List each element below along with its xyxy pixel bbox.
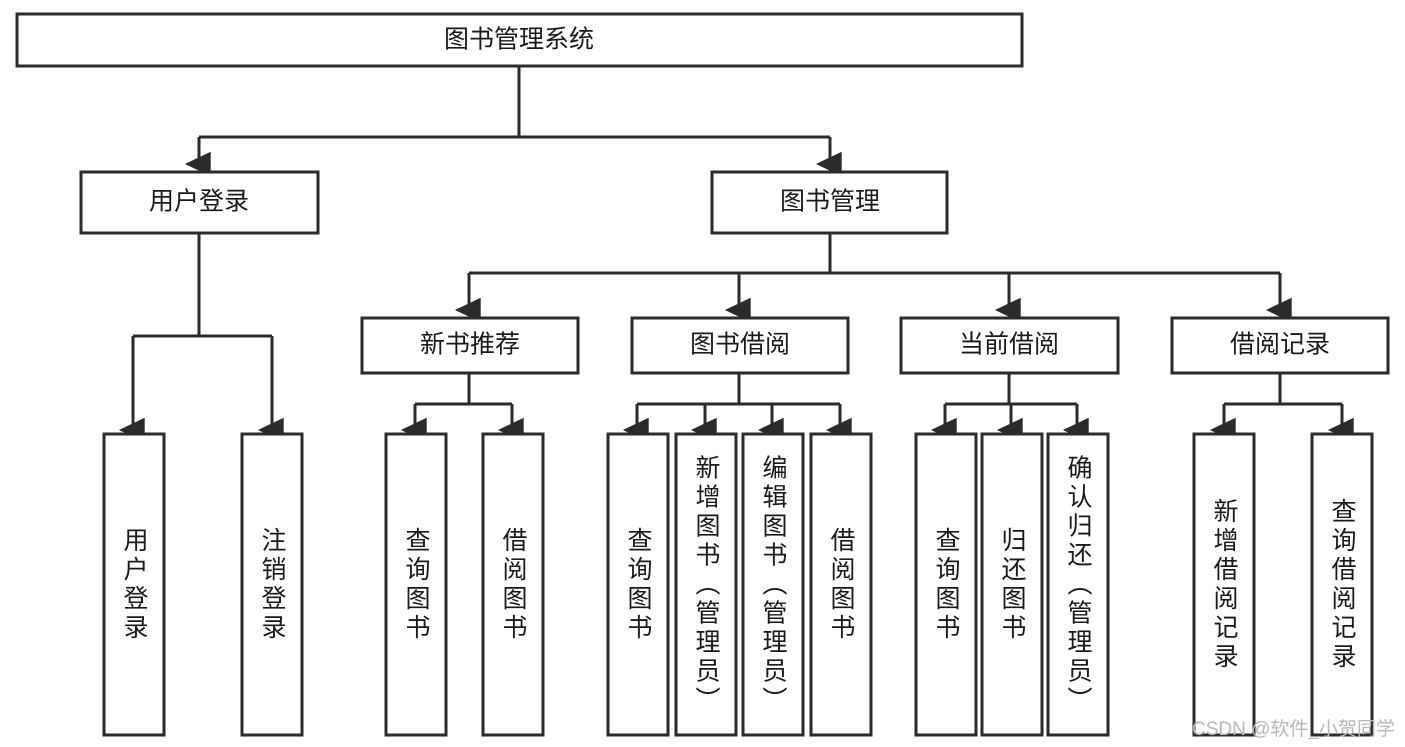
node-current-borrow[interactable]: 当前借阅: [899, 316, 1120, 375]
node-new-book-recommend-label: 新书推荐: [420, 331, 520, 359]
node-user-login-label: 用户登录: [149, 188, 249, 216]
node-leaf-user-login-label: 用户登录: [120, 527, 149, 643]
node-user-login[interactable]: 用户登录: [79, 170, 320, 235]
node-current-borrow-box[interactable]: [899, 316, 1120, 375]
node-leaf-query-record-label: 查询借阅记录: [1328, 498, 1357, 672]
node-new-book-recommend[interactable]: 新书推荐: [360, 316, 580, 375]
node-leaf-edit-book[interactable]: 编辑图书（管理员）: [741, 432, 805, 737]
node-leaf-confirm-return[interactable]: 确认归还（管理员）: [1046, 432, 1110, 737]
node-leaf-query-book-bb[interactable]: 查询图书: [606, 432, 670, 737]
node-leaf-user-login-box[interactable]: [102, 432, 166, 737]
node-leaf-edit-book-box[interactable]: [741, 432, 805, 737]
node-leaf-confirm-return-box[interactable]: [1046, 432, 1110, 737]
node-leaf-borrow-book-nb-label: 借阅图书: [499, 527, 528, 643]
node-user-login-box[interactable]: [79, 170, 320, 235]
node-borrow-records-box[interactable]: [1170, 316, 1390, 375]
node-leaf-return-book-label: 归还图书: [998, 527, 1027, 643]
node-leaf-borrow-book-nb-box[interactable]: [481, 432, 545, 737]
node-book-borrow[interactable]: 图书借阅: [630, 316, 850, 375]
node-leaf-add-book-label: 新增图书（管理员）: [692, 455, 721, 716]
node-leaf-logout-box[interactable]: [240, 432, 304, 737]
node-root-box[interactable]: [15, 12, 1024, 68]
node-book-borrow-label: 图书借阅: [690, 331, 790, 359]
node-borrow-records[interactable]: 借阅记录: [1170, 316, 1390, 375]
node-leaf-query-book-nb-box[interactable]: [384, 432, 448, 737]
node-leaf-query-book-cb-label: 查询图书: [932, 527, 961, 643]
node-leaf-logout[interactable]: 注销登录: [240, 432, 304, 737]
node-leaf-add-record[interactable]: 新增借阅记录: [1192, 432, 1256, 737]
node-leaf-borrow-book-nb[interactable]: 借阅图书: [481, 432, 545, 737]
connector-layer: [118, 66, 1354, 443]
node-leaf-return-book-box[interactable]: [980, 432, 1044, 737]
node-book-management-box[interactable]: [710, 170, 949, 235]
node-leaf-borrow-book-bb-label: 借阅图书: [827, 527, 856, 643]
node-new-book-recommend-box[interactable]: [360, 316, 580, 375]
node-leaf-query-book-cb[interactable]: 查询图书: [914, 432, 978, 737]
node-book-management-label: 图书管理: [780, 188, 880, 216]
node-leaf-add-record-label: 新增借阅记录: [1210, 498, 1239, 672]
node-borrow-records-label: 借阅记录: [1230, 331, 1330, 359]
node-leaf-add-book-box[interactable]: [674, 432, 738, 737]
node-leaf-add-record-box[interactable]: [1192, 432, 1256, 737]
node-leaf-add-book[interactable]: 新增图书（管理员）: [674, 432, 738, 737]
node-leaf-query-record[interactable]: 查询借阅记录: [1310, 432, 1374, 737]
node-leaf-borrow-book-bb-box[interactable]: [809, 432, 873, 737]
node-leaf-borrow-book-bb[interactable]: 借阅图书: [809, 432, 873, 737]
node-leaf-query-book-nb[interactable]: 查询图书: [384, 432, 448, 737]
node-leaf-query-book-cb-box[interactable]: [914, 432, 978, 737]
node-book-management[interactable]: 图书管理: [710, 170, 949, 235]
node-root-label: 图书管理系统: [444, 26, 594, 54]
node-leaf-logout-label: 注销登录: [258, 527, 287, 643]
node-leaf-return-book[interactable]: 归还图书: [980, 432, 1044, 737]
node-leaf-confirm-return-label: 确认归还（管理员）: [1064, 455, 1093, 716]
node-current-borrow-label: 当前借阅: [959, 331, 1059, 359]
node-root[interactable]: 图书管理系统: [15, 12, 1024, 68]
node-leaf-query-record-box[interactable]: [1310, 432, 1374, 737]
node-leaf-edit-book-label: 编辑图书（管理员）: [759, 455, 788, 716]
node-leaf-user-login[interactable]: 用户登录: [102, 432, 166, 737]
node-book-borrow-box[interactable]: [630, 316, 850, 375]
node-leaf-query-book-nb-label: 查询图书: [402, 527, 431, 643]
node-leaf-query-book-bb-label: 查询图书: [624, 527, 653, 643]
node-leaf-query-book-bb-box[interactable]: [606, 432, 670, 737]
